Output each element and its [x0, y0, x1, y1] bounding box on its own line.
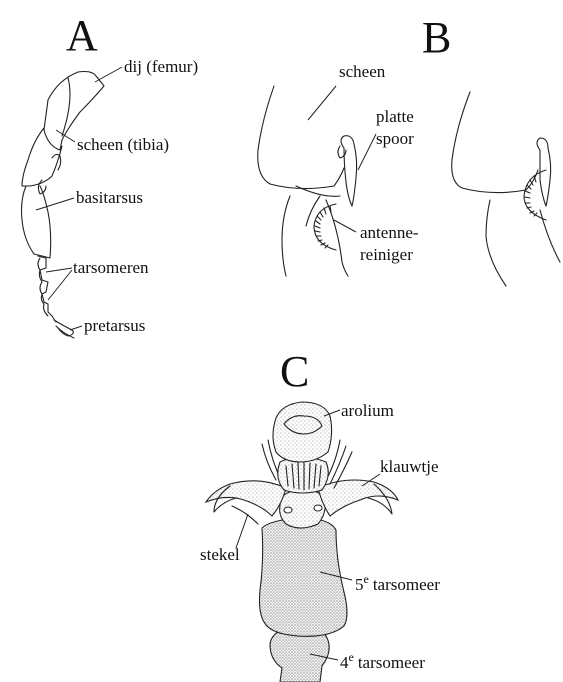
t5-superscript: e	[364, 572, 369, 586]
label-femur: dij (femur)	[124, 57, 198, 76]
tibia-end-outline-right	[452, 92, 538, 193]
label-tarsomere-5: 5e tarsomeer	[355, 572, 440, 594]
comb-teeth	[315, 206, 331, 248]
label-claw: klauwtje	[380, 457, 439, 476]
label-cleaner-line1: antenne-	[360, 223, 419, 242]
cleaner-leader	[334, 220, 356, 232]
basitarsus-right-2	[486, 200, 560, 286]
basitarsus-top	[282, 196, 320, 276]
label-arolium: arolium	[341, 401, 394, 420]
panel-c-letter: C	[280, 347, 309, 396]
tibia-outline	[22, 128, 62, 186]
panel-b-letter: B	[422, 13, 451, 62]
bulb-spot-left	[284, 507, 292, 513]
label-pretarsus: pretarsus	[84, 316, 145, 335]
tibia-cleaner-drawing-left	[258, 86, 357, 276]
tibia-cleaner-drawing-right	[452, 92, 560, 286]
tarsomere-5	[260, 518, 348, 636]
spur-leader	[358, 134, 376, 170]
label-spur-line1: platte	[376, 107, 414, 126]
basitarsus-outline	[22, 186, 51, 258]
flat-spur-tip	[338, 146, 346, 158]
label-tarsomeres: tarsomeren	[73, 258, 149, 277]
t5-word: tarsomeer	[373, 575, 440, 594]
label-basitarsus: basitarsus	[76, 188, 143, 207]
arolium	[273, 402, 332, 462]
panel-a: A dij (femur) scheen (tibia) basita	[22, 11, 199, 338]
panel-b: B	[258, 13, 560, 286]
tarsomeres-outline	[38, 256, 56, 322]
flat-spur-right	[537, 138, 551, 206]
tarsomeres-leader	[46, 268, 72, 300]
t4-superscript: e	[349, 650, 354, 664]
t4-word: tarsomeer	[358, 653, 425, 672]
pretarsus-leader	[70, 326, 82, 330]
t5-number: 5	[355, 575, 364, 594]
label-tibia-b: scheen	[339, 62, 386, 81]
label-tibia: scheen (tibia)	[77, 135, 169, 154]
pretarsus-drawing	[206, 402, 398, 682]
pretarsus-claws	[54, 320, 74, 338]
panel-a-letter: A	[66, 11, 98, 60]
basitarsus-leader	[36, 198, 74, 210]
label-cleaner-line2: reiniger	[360, 245, 413, 264]
tibia-b-leader	[308, 86, 336, 120]
tibia-leader	[56, 130, 75, 142]
label-seta: stekel	[200, 545, 240, 564]
seta-leader	[236, 514, 248, 548]
femur-leader	[95, 67, 122, 82]
tibia-end-outline	[258, 86, 344, 189]
label-spur-line2: spoor	[376, 129, 414, 148]
basitarsus-right	[326, 200, 348, 276]
bulb-spot-right	[314, 505, 322, 511]
comb-teeth-right	[525, 176, 537, 216]
panel-c: C	[200, 347, 440, 682]
